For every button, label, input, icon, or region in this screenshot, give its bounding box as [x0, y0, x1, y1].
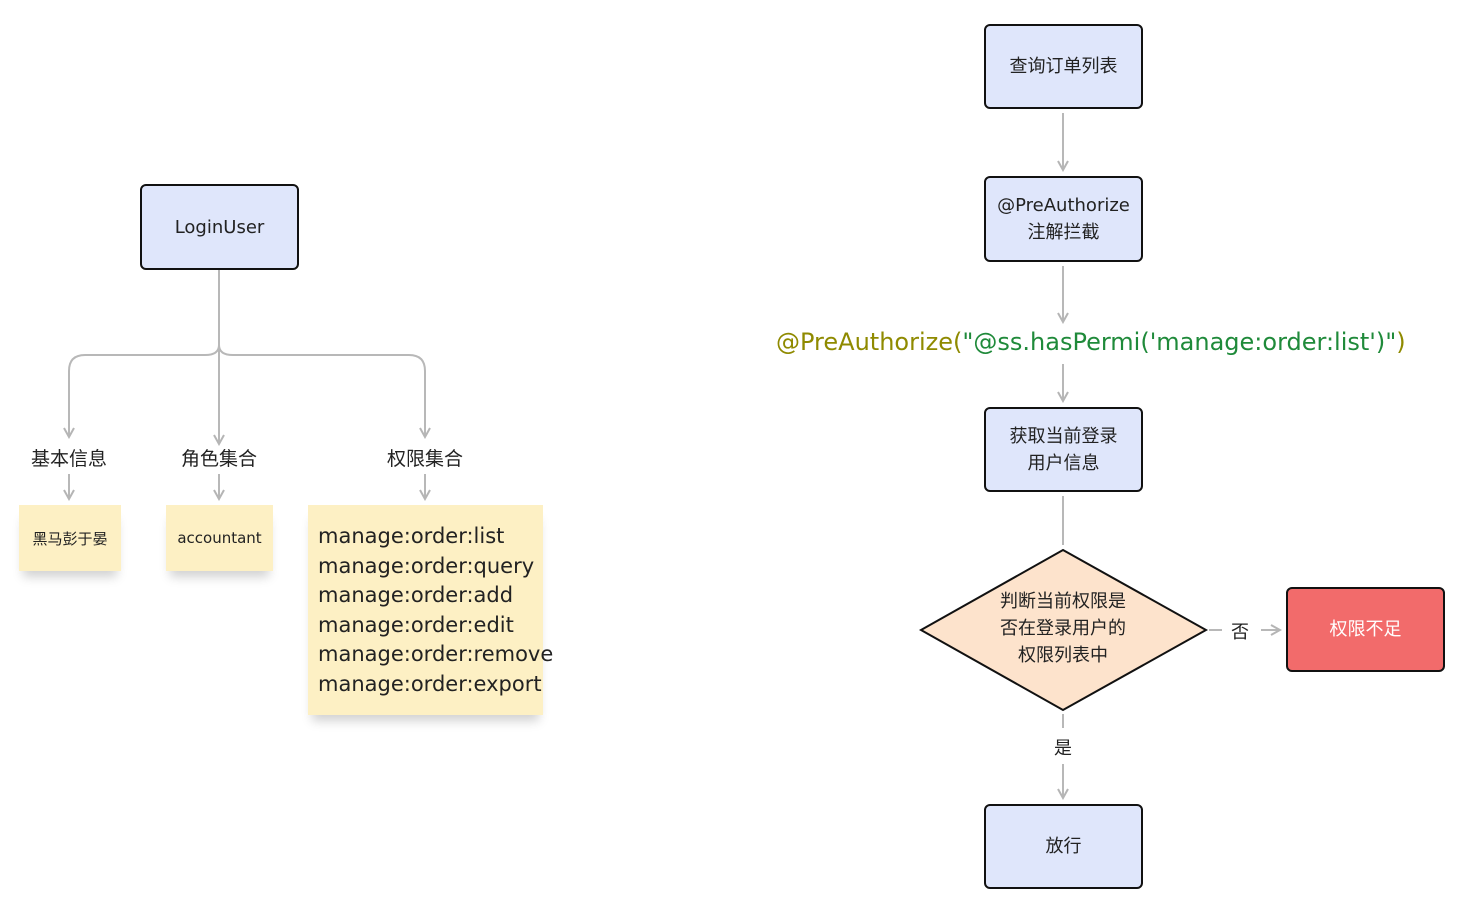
get-login-user-line2: 用户信息: [1027, 452, 1100, 474]
decision-diamond: [918, 548, 1209, 712]
permission-list: manage:order:list manage:order:query man…: [318, 522, 553, 699]
tree-branch-perm: [218, 344, 425, 437]
basic-info-note[interactable]: 黑马彭于晏: [19, 505, 121, 571]
role-set-label: 角色集合: [180, 448, 257, 470]
yes-branch-label: 是: [1052, 734, 1074, 760]
basic-info-label: 基本信息: [30, 448, 107, 470]
get-login-user-line1: 获取当前登录: [1009, 425, 1118, 447]
permission-denied-node[interactable]: 权限不足: [1286, 587, 1445, 672]
decision-line3: 权限列表中: [1018, 645, 1108, 666]
allow-node[interactable]: 放行: [984, 804, 1143, 889]
allow-label: 放行: [1045, 836, 1082, 857]
decision-line1: 判断当前权限是: [1000, 591, 1126, 612]
permission-denied-label: 权限不足: [1329, 619, 1402, 640]
decision-line2: 否在登录用户的: [1000, 618, 1126, 639]
no-branch-label: 否: [1229, 618, 1251, 644]
login-user-label: LoginUser: [174, 216, 265, 238]
permission-item: manage:order:add: [318, 583, 514, 607]
permission-item: manage:order:list: [318, 524, 505, 548]
get-login-user-node[interactable]: 获取当前登录 用户信息: [984, 407, 1143, 492]
permission-set-label: 权限集合: [386, 448, 463, 470]
annotation-function: @PreAuthorize(: [776, 328, 963, 356]
role-value: accountant: [177, 529, 262, 547]
preauthorize-line2: 注解拦截: [1027, 222, 1100, 243]
permission-note[interactable]: [308, 505, 543, 715]
permission-item: manage:order:edit: [318, 612, 514, 637]
preauthorize-annotation-code: @PreAuthorize("@ss.hasPermi('manage:orde…: [776, 328, 1406, 356]
role-note[interactable]: accountant: [166, 505, 273, 571]
login-user-node[interactable]: LoginUser: [140, 184, 299, 270]
permission-item: manage:order:export: [318, 671, 542, 696]
annotation-argument: "@ss.hasPermi('manage:order:list')": [962, 328, 1397, 356]
permission-item: manage:order:remove: [318, 642, 554, 666]
annotation-close: ): [1396, 328, 1406, 356]
basic-info-value: 黑马彭于晏: [32, 529, 108, 548]
decision-text: 判断当前权限是 否在登录用户的 权限列表中: [963, 588, 1163, 669]
query-order-list-node[interactable]: 查询订单列表: [984, 24, 1143, 109]
tree-branch-basic: [69, 344, 220, 437]
preauthorize-intercept-node[interactable]: @PreAuthorize 注解拦截: [984, 176, 1143, 262]
permission-item: manage:order:query: [318, 553, 535, 578]
preauthorize-line1: @PreAuthorize: [997, 195, 1130, 216]
query-order-list-label: 查询订单列表: [1009, 56, 1118, 77]
